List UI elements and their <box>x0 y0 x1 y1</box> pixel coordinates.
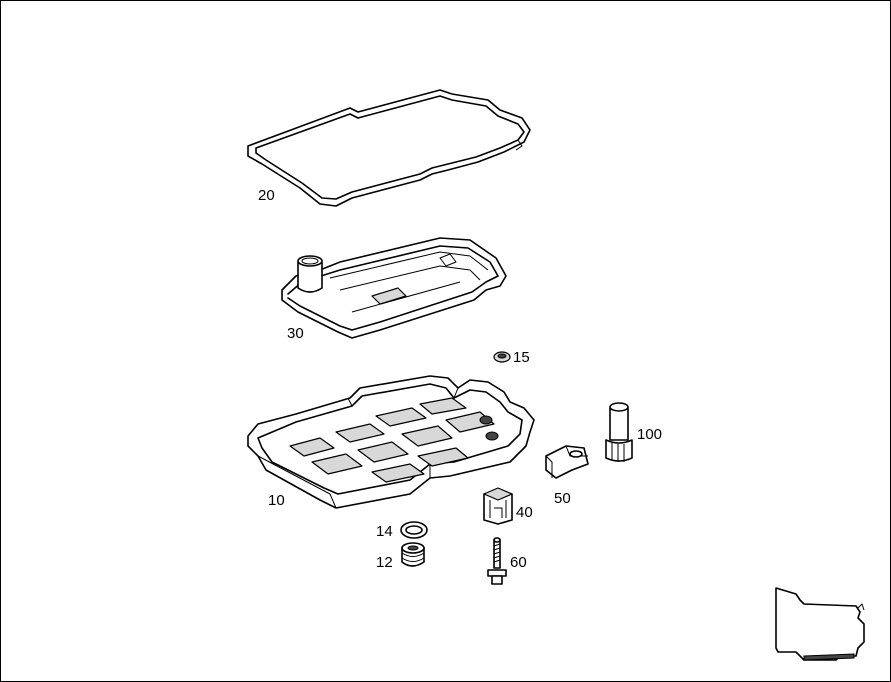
sleeve-part <box>605 402 633 462</box>
ring-part <box>400 521 428 539</box>
label-100: 100 <box>637 426 662 443</box>
label-30: 30 <box>287 325 304 342</box>
label-15: 15 <box>513 349 530 366</box>
seal-small-part <box>493 351 511 363</box>
label-40: 40 <box>516 504 533 521</box>
gasket-part <box>247 89 531 207</box>
bushing-part <box>483 487 513 525</box>
label-10: 10 <box>268 492 285 509</box>
label-60: 60 <box>510 554 527 571</box>
label-12: 12 <box>376 554 393 571</box>
oil-pan-part <box>247 375 535 509</box>
label-50: 50 <box>554 490 571 507</box>
clip-part <box>545 445 589 479</box>
plug-part <box>401 542 425 567</box>
filter-part <box>281 237 507 339</box>
label-20: 20 <box>258 187 275 204</box>
transmission-thumbnail-icon <box>775 587 865 661</box>
label-14: 14 <box>376 523 393 540</box>
bolt-part <box>487 537 507 585</box>
